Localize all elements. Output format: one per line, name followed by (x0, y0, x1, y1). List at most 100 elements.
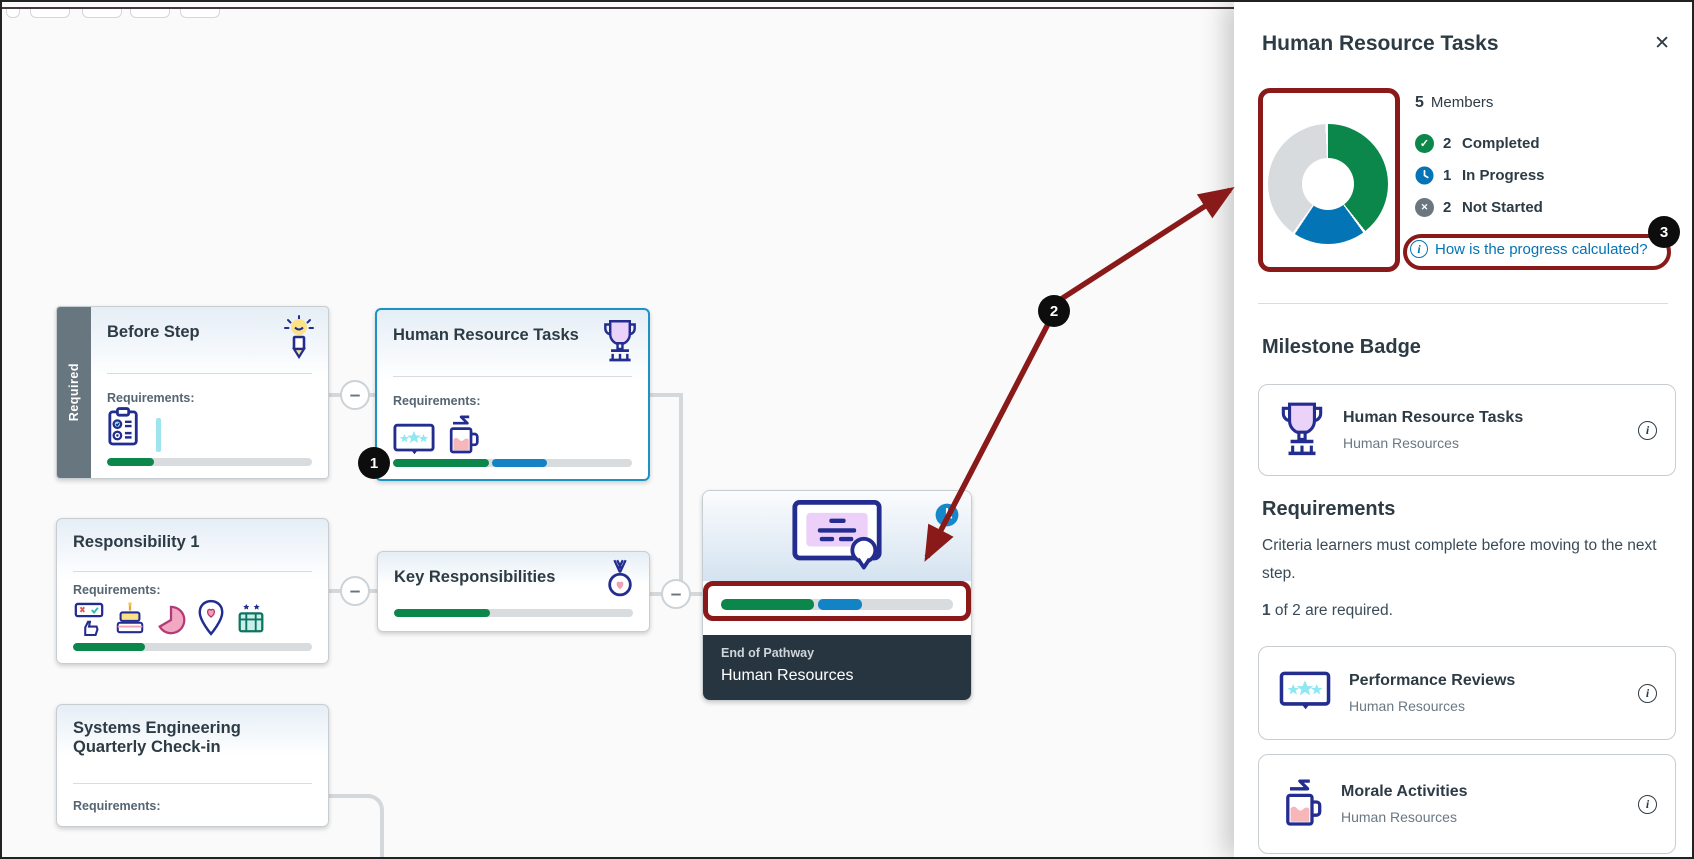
progress-completed-segment (721, 599, 814, 610)
badge-name: Human Resource Tasks (1343, 409, 1524, 426)
requirement-org: Human Resources (1349, 698, 1465, 714)
badge-org: Human Resources (1343, 435, 1459, 451)
step-card-systems-engineering[interactable]: Systems Engineering Quarterly Check-in R… (56, 704, 329, 827)
progress-completed-segment (394, 609, 490, 617)
end-of-pathway-footer: End of Pathway Human Resources (703, 635, 971, 700)
status-count: 2 (1443, 199, 1452, 216)
end-of-pathway-kicker: End of Pathway (721, 646, 815, 660)
progress-inprogress-segment (817, 599, 862, 610)
step-progress-bar (393, 459, 632, 467)
browser-tab-stub[interactable] (130, 9, 170, 18)
status-in-progress-row: 1 In Progress (1415, 166, 1545, 185)
annotation-badge-2: 2 (1038, 295, 1070, 327)
close-icon[interactable]: ✕ (1654, 33, 1670, 54)
card-title: Responsibility 1 (73, 533, 200, 551)
card-title: Before Step (107, 323, 200, 341)
status-label: Completed (1462, 135, 1540, 152)
connector-line (380, 810, 384, 857)
checklist-icon (107, 407, 141, 452)
requirement-icons[interactable] (73, 599, 267, 642)
minus-icon: – (349, 384, 361, 406)
card-divider (73, 571, 312, 572)
progress-completed-segment (73, 643, 145, 651)
card-divider (107, 373, 312, 374)
pathway-progress-bar (721, 599, 953, 610)
crate-stars-icon (235, 601, 267, 642)
panel-divider (1258, 303, 1668, 304)
browser-tab-stub[interactable] (180, 9, 220, 18)
requirements-label: Requirements: (73, 583, 161, 597)
status-label: Not Started (1462, 199, 1543, 216)
milestone-badge-card[interactable]: Human Resource Tasks Human Resources i (1258, 384, 1676, 476)
location-heart-icon (196, 599, 226, 642)
requirement-card-performance-reviews[interactable]: Performance Reviews Human Resources i (1258, 646, 1676, 740)
badge-number: 2 (1049, 302, 1059, 320)
badge-number: 1 (369, 454, 379, 472)
collapse-connector-button[interactable]: – (340, 576, 370, 606)
not-started-x-icon: ✕ (1415, 198, 1434, 217)
required-ribbon-label: Required (67, 363, 81, 422)
morale-activities-icon (1279, 775, 1323, 834)
step-progress-bar (73, 643, 312, 651)
requirement-name: Morale Activities (1341, 783, 1468, 800)
vote-hand-icon (73, 601, 105, 642)
progress-donut-chart (1268, 124, 1388, 244)
collapse-connector-button[interactable]: – (340, 380, 370, 410)
requirement-icons[interactable] (107, 407, 161, 452)
end-of-pathway-progress-section (703, 581, 971, 635)
requirement-card-morale-activities[interactable]: Morale Activities Human Resources i (1258, 754, 1676, 854)
progress-inprogress-segment (491, 459, 547, 467)
window-top-divider (2, 7, 1692, 9)
step-card-key-responsibilities[interactable]: Key Responsibilities (377, 551, 650, 632)
collapse-connector-button[interactable]: – (661, 579, 691, 609)
panel-title: Human Resource Tasks (1262, 32, 1499, 55)
step-card-human-resource-tasks[interactable]: Human Resource Tasks Requirements: (375, 308, 650, 481)
info-icon: i (1410, 240, 1428, 258)
required-count-line: 1 of 2 are required. (1262, 602, 1393, 619)
status-count: 1 (1443, 167, 1452, 184)
step-progress-bar (107, 458, 312, 466)
browser-tab-stub[interactable] (82, 9, 122, 18)
status-count: 2 (1443, 135, 1452, 152)
requirements-label: Requirements: (107, 391, 195, 405)
info-icon[interactable]: i (1638, 683, 1657, 703)
browser-tab-stub[interactable] (6, 9, 20, 18)
card-title: Human Resource Tasks (393, 326, 579, 344)
trophy-icon (602, 318, 638, 367)
members-number: 5 (1415, 94, 1424, 111)
progress-calculated-link[interactable]: i How is the progress calculated? (1410, 240, 1648, 258)
card-title: Systems Engineering Quarterly Check-in (73, 719, 241, 756)
requirement-icons[interactable] (393, 412, 480, 461)
pathway-name: Human Resources (721, 667, 854, 684)
connector-line (329, 794, 370, 798)
morale-activities-icon (444, 412, 480, 461)
progress-completed-segment (393, 459, 489, 467)
requirements-label: Requirements: (393, 394, 481, 408)
performance-reviews-icon (1279, 671, 1331, 716)
status-not-started-row: ✕ 2 Not Started (1415, 198, 1543, 217)
info-icon[interactable]: i (1638, 794, 1657, 814)
step-card-before-step[interactable]: Required Before Step Requirements: (56, 306, 329, 479)
browser-tab-stub[interactable] (30, 9, 70, 18)
requirement-name: Performance Reviews (1349, 672, 1516, 689)
minus-icon: – (349, 580, 361, 602)
in-progress-clock-icon (1415, 166, 1434, 185)
end-of-pathway-header (703, 491, 971, 581)
connector-corner (366, 794, 384, 812)
completed-check-icon: ✓ (1415, 134, 1434, 153)
required-ribbon: Required (57, 307, 91, 478)
cake-icon (114, 601, 146, 642)
progress-link-label: How is the progress calculated? (1435, 240, 1648, 258)
minus-icon: – (670, 583, 682, 605)
info-icon[interactable]: i (1638, 420, 1657, 440)
lightbulb-pencil-icon (282, 315, 316, 364)
milestone-badge-heading: Milestone Badge (1262, 336, 1421, 358)
performance-reviews-icon (393, 423, 435, 461)
step-card-responsibility-1[interactable]: Responsibility 1 Requirements: (56, 518, 329, 664)
requirements-label: Requirements: (73, 799, 161, 813)
progress-completed-segment (107, 458, 155, 466)
end-of-pathway-card[interactable]: End of Pathway Human Resources (702, 490, 972, 701)
